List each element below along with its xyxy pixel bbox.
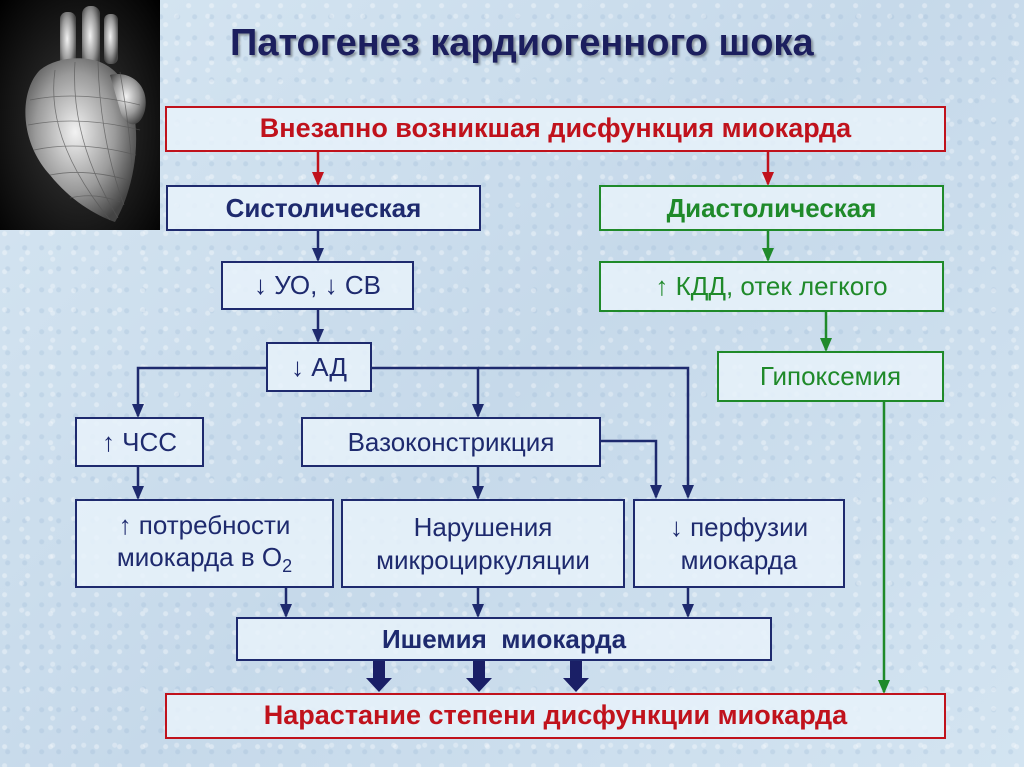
box-demand-line1: ↑ потребности [118,509,291,540]
box-systolic: Систолическая [166,185,481,231]
arrow-ad-to-vaso [372,366,484,418]
box-uo-sv: ↓ УО, ↓ СВ [221,261,414,310]
box-vasoconstriction-label: Вазоконстрикция [347,426,555,457]
box-demand-line2-wrap: миокарда в О2 [117,541,292,578]
box-demand-subscript: 2 [282,556,293,577]
box-ad: ↓ АД [266,342,372,392]
box-uo-sv-label: ↓ УО, ↓ СВ [254,270,381,301]
box-chss: ↑ ЧСС [75,417,204,467]
box-sudden-dysfunction-label: Внезапно возникшая дисфункция миокарда [259,113,852,144]
box-diastolic-label: Диастолическая [666,192,877,223]
box-hypoxemia-label: Гипоксемия [759,361,902,392]
box-kdd: ↑ КДД, отек легкого [599,261,944,312]
box-sudden-dysfunction: Внезапно возникшая дисфункция миокарда [165,106,946,152]
thick-arrow-left [366,661,392,692]
arrow-ad-to-perfusion [478,366,694,499]
thick-arrow-right [563,661,589,692]
thick-arrow-center [466,661,492,692]
box-diastolic: Диастолическая [599,185,944,231]
heart-wireframe-image [0,0,160,230]
box-progression: Нарастание степени дисфункции миокарда [165,693,946,739]
box-micro-line1: Нарушения [413,512,553,542]
box-demand-line2: миокарда в О [116,542,283,573]
box-chss-label: ↑ ЧСС [101,426,178,457]
box-microcirculation: Нарушения микроциркуляции [341,499,625,588]
box-vasoconstriction: Вазоконстрикция [301,417,601,467]
box-systolic-label: Систолическая [225,192,422,223]
box-progression-label: Нарастание степени дисфункции миокарда [263,700,848,731]
box-perf-line2: миокарда [680,544,798,575]
box-hypoxemia: Гипоксемия [717,351,944,402]
box-perf-line1: ↓ перфузии [669,512,809,542]
box-ad-label: ↓ АД [290,351,348,382]
box-kdd-label: ↑ КДД, отек легкого [655,271,888,302]
thick-arrows [366,661,589,692]
box-ischemia: Ишемия миокарда [236,617,772,661]
arrow-ad-to-chss [132,366,266,418]
page-title: Патогенез кардиогенного шока [230,22,814,64]
arrow-vaso-to-perfusion [601,439,662,499]
box-demand: ↑ потребности миокарда в О2 [75,499,334,588]
box-perfusion: ↓ перфузии миокарда [633,499,845,588]
box-micro-line2: микроциркуляции [376,544,590,575]
box-ischemia-label: Ишемия миокарда [381,623,627,654]
